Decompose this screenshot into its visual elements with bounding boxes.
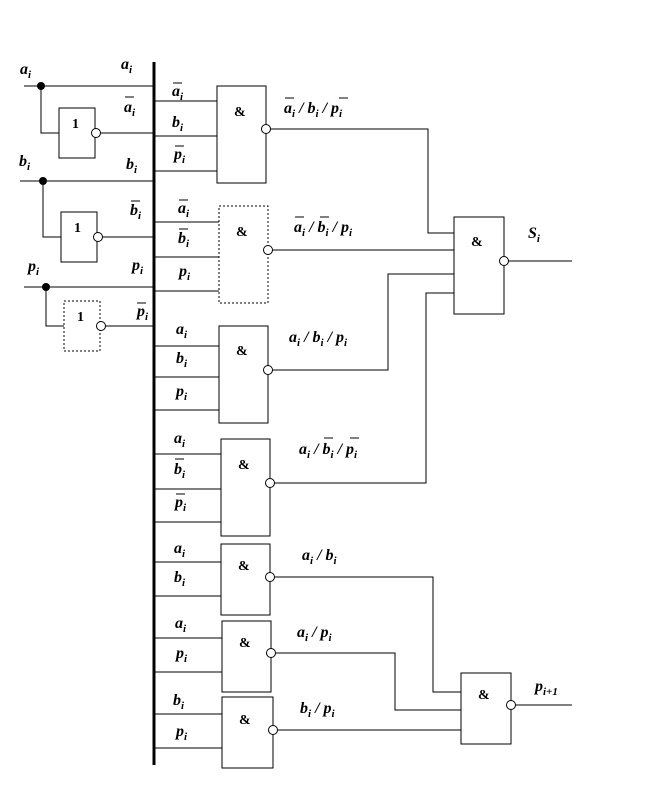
input-a-label: ai: [20, 61, 32, 81]
svg-text:ai: ai: [174, 540, 186, 560]
svg-text:&: &: [236, 225, 248, 240]
and-gate-5-output-label: ai / bi: [302, 547, 338, 567]
svg-text:pi: pi: [172, 146, 186, 166]
svg-text:bi: bi: [178, 230, 190, 250]
svg-text:&: &: [238, 458, 250, 473]
not-gate-a: [58, 107, 96, 159]
input-a-section: ai 1 ai ai: [20, 56, 154, 159]
svg-text:bi: bi: [176, 350, 188, 370]
and-gate-4: & ai bi pi ai / bi / pi: [154, 430, 359, 537]
sum-output-label: Si: [528, 225, 541, 245]
svg-text:ai: ai: [174, 430, 186, 450]
not-gate-p-symbol: 1: [77, 310, 84, 325]
svg-text:bi: bi: [174, 461, 186, 481]
and-gate-1: & ai bi pi ai / bi / pi: [154, 82, 348, 184]
bus-label-p-bar: pi: [135, 303, 149, 323]
svg-text:&: &: [234, 105, 246, 120]
input-p-label: pi: [26, 258, 40, 278]
bus-label-p: pi: [130, 257, 144, 277]
svg-text:&: &: [471, 235, 483, 250]
input-b-section: bi 1 bi bi: [19, 153, 154, 263]
bus-label-b-bar: bi: [130, 202, 142, 222]
not-gate-b-symbol: 1: [74, 221, 81, 236]
svg-text:ai: ai: [175, 615, 187, 635]
svg-text:pi: pi: [177, 263, 191, 283]
svg-text:&: &: [239, 636, 251, 651]
bus-label-b: bi: [126, 156, 138, 176]
sum-gate: & Si: [271, 128, 572, 484]
and-gate-2-output-label: ai / bi / pi: [294, 219, 353, 239]
and-gate-7: & bi pi bi / pi: [154, 692, 336, 769]
svg-text:bi: bi: [174, 569, 186, 589]
svg-text:&: &: [236, 344, 248, 359]
svg-text:ai: ai: [178, 200, 190, 220]
and-gates: & ai bi pi ai / bi / pi & ai bi: [154, 82, 359, 769]
svg-text:pi: pi: [173, 494, 187, 514]
carry-output-label: pi+1: [533, 678, 558, 698]
and-gate-7-output-label: bi / pi: [300, 700, 336, 720]
and-gate-4-output-label: ai / bi / pi: [299, 441, 358, 461]
svg-text:bi: bi: [172, 114, 184, 134]
not-gate-b: [60, 211, 98, 263]
and-gate-6-output-label: ai / pi: [297, 624, 333, 644]
and-gate-1-output-label: ai / bi / pi: [284, 100, 343, 120]
svg-text:bi: bi: [173, 692, 185, 712]
bus-label-a-bar: ai: [124, 99, 136, 119]
carry-gate: & pi+1: [275, 576, 572, 745]
and-gate-3: & ai bi pi ai / bi / pi: [154, 321, 348, 424]
svg-text:pi: pi: [174, 383, 188, 403]
and-gate-6: & ai pi ai / pi: [154, 615, 333, 693]
not-gate-p-bubble: [96, 321, 106, 331]
and-gate-5: & ai bi ai / bi: [154, 540, 338, 616]
not-gate-a-bubble: [91, 128, 101, 138]
not-gate-p: [63, 300, 101, 352]
svg-text:ai: ai: [172, 83, 184, 103]
svg-text:ai: ai: [176, 321, 188, 341]
not-gate-a-symbol: 1: [72, 117, 79, 132]
input-b-label: bi: [19, 153, 31, 173]
svg-text:&: &: [478, 688, 490, 703]
and-gate-3-output-label: ai / bi / pi: [289, 329, 348, 349]
not-gate-b-bubble: [93, 232, 103, 242]
svg-text:&: &: [238, 559, 250, 574]
svg-text:pi: pi: [174, 723, 188, 743]
svg-text:pi: pi: [174, 645, 188, 665]
bus-label-a: ai: [121, 56, 133, 76]
svg-text:&: &: [239, 713, 251, 728]
and-gate-2: & ai bi pi ai / bi / pi: [154, 199, 353, 304]
input-p-section: pi 1 pi pi: [24, 257, 154, 352]
